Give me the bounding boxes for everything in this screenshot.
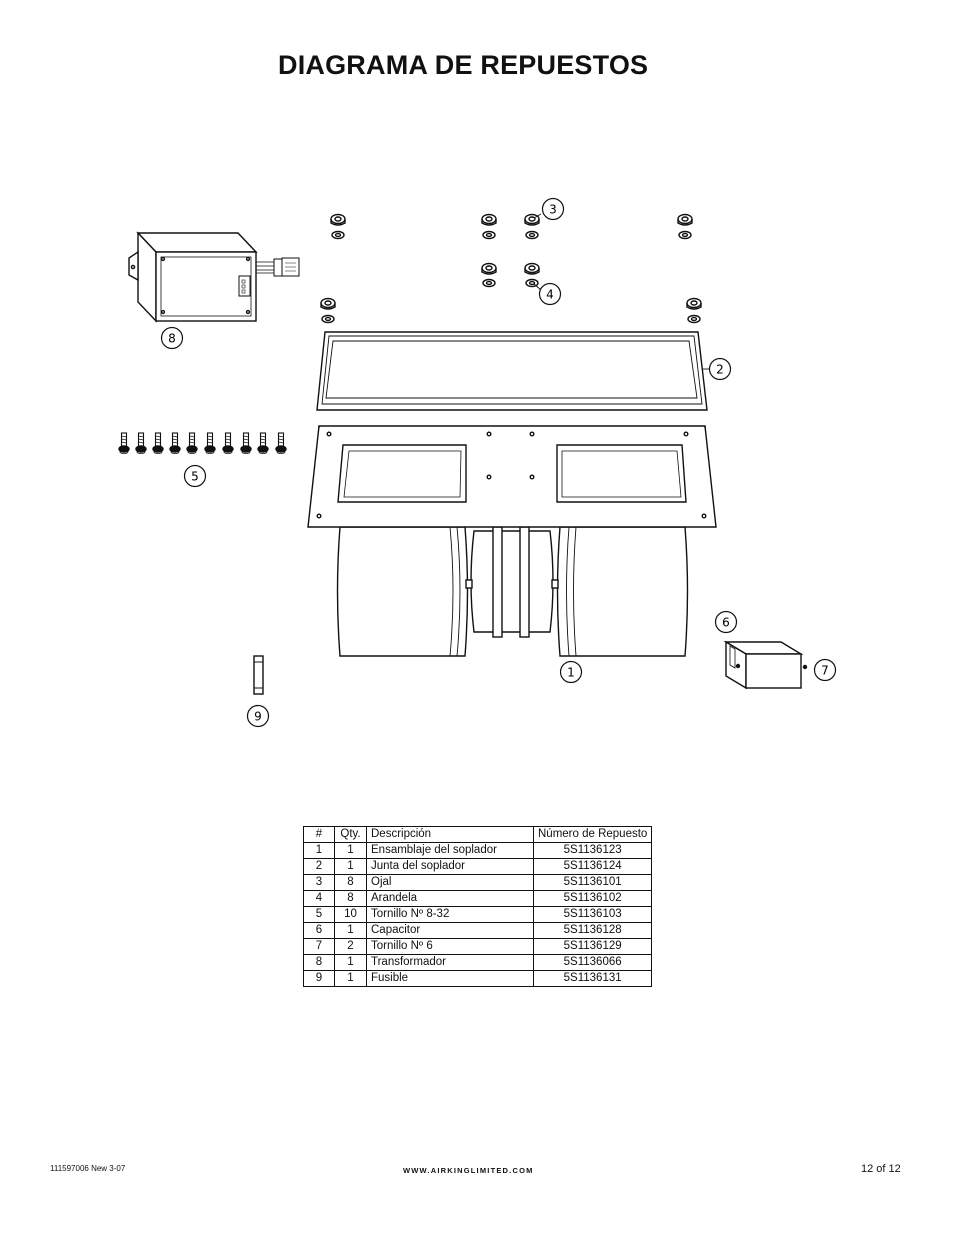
cell-part-number: 5S1136103	[532, 906, 653, 923]
cell-number: 6	[303, 922, 335, 939]
col-header-number: #	[303, 826, 335, 843]
screw-icon	[204, 432, 216, 454]
cell-description: Junta del soplador	[366, 858, 534, 875]
callout-label: 3	[549, 203, 557, 217]
callout-label: 4	[546, 288, 554, 302]
cell-description: Tornillo Nº 6	[366, 938, 534, 955]
screw-icon	[169, 432, 181, 454]
washer-drawings	[321, 230, 701, 324]
callout-label: 6	[722, 616, 730, 630]
cell-description: Fusible	[366, 970, 534, 987]
screw-icon	[186, 432, 198, 454]
cell-number: 3	[303, 874, 335, 891]
cell-description: Tornillo Nº 8-32	[366, 906, 534, 923]
parts-diagram: 1 2 3 4 5 6 7 8 9	[118, 197, 837, 728]
col-header-qty: Qty.	[334, 826, 367, 843]
callout-1: 1	[559, 660, 583, 684]
callout-label: 9	[254, 710, 262, 724]
screw-drawings	[118, 432, 287, 454]
col-header-part-number: Número de Repuesto	[532, 826, 653, 843]
cell-part-number: 5S1136128	[532, 922, 653, 939]
cell-qty: 2	[334, 938, 367, 955]
cell-number: 2	[303, 858, 335, 875]
callout-7: 7	[813, 658, 837, 682]
screw-icon	[118, 432, 130, 454]
cell-qty: 8	[334, 874, 367, 891]
cell-qty: 10	[334, 906, 367, 923]
screw-icon	[257, 432, 269, 454]
cell-part-number: 5S1136124	[532, 858, 653, 875]
document-number: 111597006 New 3-07	[50, 1164, 126, 1173]
cell-number: 8	[303, 954, 335, 971]
gasket-drawing	[316, 331, 708, 411]
callout-9: 9	[246, 704, 270, 728]
cell-part-number: 5S1136123	[532, 842, 653, 859]
table-header-row: # Qty. Descripción Número de Repuesto	[303, 826, 653, 843]
transformer-drawing	[128, 231, 300, 323]
callout-4: 4	[538, 282, 562, 306]
callout-5: 5	[183, 464, 207, 488]
cell-part-number: 5S1136131	[532, 970, 653, 987]
callout-label: 7	[821, 664, 829, 678]
cell-part-number: 5S1136129	[532, 938, 653, 955]
screw-icon	[222, 432, 234, 454]
callout-label: 8	[168, 332, 176, 346]
callout-label: 5	[191, 470, 199, 484]
cell-part-number: 5S1136066	[532, 954, 653, 971]
callout-markers: 1 2 3 4 5 6 7 8 9	[160, 197, 837, 728]
cell-qty: 1	[334, 858, 367, 875]
callout-label: 2	[716, 363, 724, 377]
callout-6: 6	[714, 610, 738, 634]
page-title: DIAGRAMA DE REPUESTOS	[278, 50, 649, 80]
cell-qty: 1	[334, 842, 367, 859]
website-url: WWW.AIRKINGLIMITED.COM	[403, 1166, 534, 1175]
fuse-drawing	[253, 655, 264, 695]
col-header-description: Descripción	[366, 826, 534, 843]
cell-number: 9	[303, 970, 335, 987]
page-number: 12 of 12	[861, 1163, 901, 1175]
cell-qty: 1	[334, 954, 367, 971]
screw-icon	[275, 432, 287, 454]
callout-label: 1	[567, 666, 575, 680]
cell-description: Transformador	[366, 954, 534, 971]
callout-2: 2	[708, 357, 732, 381]
cell-description: Arandela	[366, 890, 534, 907]
cell-description: Ensamblaje del soplador	[366, 842, 534, 859]
capacitor-drawing	[723, 640, 808, 690]
cell-part-number: 5S1136101	[532, 874, 653, 891]
cell-description: Capacitor	[366, 922, 534, 939]
grommet-drawings	[320, 213, 702, 310]
screw-icon	[152, 432, 164, 454]
callout-8: 8	[160, 326, 184, 350]
cell-number: 4	[303, 890, 335, 907]
cell-description: Ojal	[366, 874, 534, 891]
screw-icon	[240, 432, 252, 454]
callout-3: 3	[541, 197, 565, 221]
cell-qty: 1	[334, 922, 367, 939]
cell-number: 5	[303, 906, 335, 923]
cell-part-number: 5S1136102	[532, 890, 653, 907]
cell-qty: 8	[334, 890, 367, 907]
blower-assembly-drawing	[307, 425, 717, 657]
cell-qty: 1	[334, 970, 367, 987]
cell-number: 7	[303, 938, 335, 955]
screw-icon	[135, 432, 147, 454]
cell-number: 1	[303, 842, 335, 859]
